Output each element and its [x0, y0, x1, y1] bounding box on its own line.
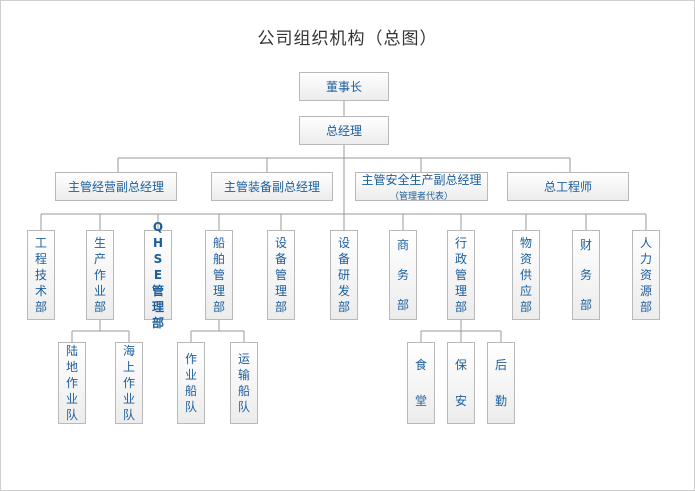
node-unit-security-label: 保安: [454, 358, 467, 408]
node-unit-logistics: 后勤: [487, 342, 515, 424]
node-team-transport-ship-label: 运输船队: [237, 352, 250, 414]
node-dept-supply-label: 物资供应部: [519, 236, 532, 314]
node-dept-admin: 行政管理部: [447, 230, 475, 320]
node-dept-qhse-label: QHSE管理部: [151, 220, 164, 330]
node-chief-engineer: 总工程师: [507, 172, 629, 201]
node-vp-business-label: 主管经营副总经理: [67, 180, 164, 194]
node-dept-production: 生产作业部: [86, 230, 114, 320]
node-chairman: 董事长: [299, 72, 389, 101]
node-dept-production-label: 生产作业部: [93, 236, 106, 314]
node-vp-business: 主管经营副总经理: [55, 172, 177, 201]
node-team-transport-ship: 运输船队: [230, 342, 258, 424]
node-dept-engineering-label: 工程技术部: [34, 236, 47, 314]
node-dept-ship-label: 船舶管理部: [212, 236, 225, 314]
node-dept-engineering: 工程技术部: [27, 230, 55, 320]
node-team-land-label: 陆地作业队: [65, 344, 78, 422]
node-dept-finance-label: 财务部: [579, 238, 592, 312]
node-unit-canteen-label: 食堂: [414, 358, 427, 408]
node-team-work-ship-label: 作业船队: [184, 352, 197, 414]
node-dept-equipment-mgmt: 设备管理部: [267, 230, 295, 320]
node-dept-admin-label: 行政管理部: [454, 236, 467, 314]
node-dept-hr-label: 人力资源部: [639, 236, 652, 314]
node-dept-qhse: QHSE管理部: [144, 220, 172, 330]
node-chairman-label: 董事长: [325, 80, 362, 94]
node-vp-equipment: 主管装备副总经理: [211, 172, 333, 201]
node-team-land: 陆地作业队: [58, 342, 86, 424]
node-dept-commerce: 商务部: [389, 230, 417, 320]
node-unit-logistics-label: 后勤: [494, 358, 507, 408]
node-team-sea-label: 海上作业队: [122, 344, 135, 422]
node-dept-commerce-label: 商务部: [396, 238, 409, 312]
node-vp-safety-label: 主管安全生产副总经理: [361, 173, 482, 187]
node-chief-engineer-label: 总工程师: [543, 180, 592, 194]
chart-title: 公司组织机构（总图）: [257, 29, 438, 49]
node-vp-safety: 主管安全生产副总经理 （管理者代表）: [355, 172, 488, 202]
node-dept-equipment-rd: 设备研发部: [330, 230, 358, 320]
node-dept-equipment-rd-label: 设备研发部: [337, 236, 350, 314]
node-team-work-ship: 作业船队: [177, 342, 205, 424]
node-dept-hr: 人力资源部: [632, 230, 660, 320]
node-general-manager: 总经理: [299, 116, 389, 145]
node-unit-security: 保安: [447, 342, 475, 424]
node-general-manager-label: 总经理: [325, 124, 362, 138]
node-dept-finance: 财务部: [572, 230, 600, 320]
node-unit-canteen: 食堂: [407, 342, 435, 424]
node-vp-safety-note: （管理者代表）: [389, 192, 453, 202]
node-vp-equipment-label: 主管装备副总经理: [223, 180, 320, 194]
node-team-sea: 海上作业队: [115, 342, 143, 424]
node-dept-supply: 物资供应部: [512, 230, 540, 320]
node-dept-equipment-mgmt-label: 设备管理部: [274, 236, 287, 314]
node-dept-ship: 船舶管理部: [205, 230, 233, 320]
